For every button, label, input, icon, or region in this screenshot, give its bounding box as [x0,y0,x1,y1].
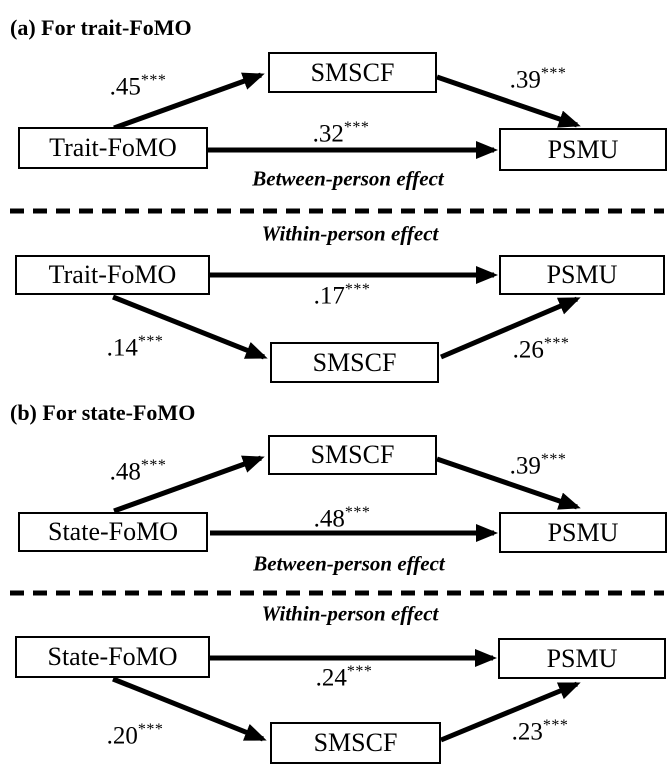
coef-stars: *** [140,457,167,475]
a-between-outcome-box: PSMU [499,128,667,171]
b-between-outcome-box: PSMU [499,512,667,553]
a-within-mediator-box: SMSCF [270,342,439,383]
coef-value: .39 [509,66,541,94]
coef-value: .24 [315,664,347,692]
coef-stars: *** [540,451,567,469]
a-between-arrow-predictor-to-mediator [113,72,265,131]
a-within-arrow-mediator-to-outcome [440,296,581,360]
a-within-outcome-box: PSMU [499,255,665,295]
b-between-arrow-predictor-to-mediator [113,455,265,514]
a-between-arrow-mediator-to-outcome [436,74,581,128]
b-within-arrow-mediator-to-outcome [440,681,581,743]
a-between-mediator-box: SMSCF [268,52,437,93]
a-within-predictor-box: Trait-FoMO [15,255,210,295]
b-between-mediator-box: SMSCF [268,435,437,475]
b-within-predictor-box: State-FoMO [15,636,210,678]
a-within-coef-predictor-to-mediator: .14*** [106,333,164,362]
b-between-arrow-mediator-to-outcome [436,456,581,510]
a-within-effect-label: Within-person effect [261,221,439,246]
a-between-predictor-box: Trait-FoMO [18,127,208,169]
coef-value: .45 [109,73,141,101]
coef-stars: *** [543,335,570,353]
panel-b-title: (b) For state-FoMO [10,400,196,425]
b-between-coef-predictor-to-outcome: .48*** [313,504,371,533]
coef-stars: *** [344,504,371,522]
coef-stars: *** [540,65,567,83]
coef-value: .48 [109,458,141,486]
coef-value: .14 [106,334,138,362]
coef-value: .39 [509,452,541,480]
b-within-arrow-predictor-to-mediator [112,676,267,742]
coef-value: .48 [313,505,345,533]
panel-a-title: (a) For trait-FoMO [10,15,192,40]
b-within-mediator-box: SMSCF [270,722,441,764]
a-within-coef-predictor-to-outcome: .17*** [313,281,371,310]
a-within-arrow-predictor-to-mediator [112,294,268,360]
coef-stars: *** [137,333,164,351]
coef-stars: *** [542,717,569,735]
coef-stars: *** [343,119,370,137]
b-between-coef-mediator-to-outcome: .39*** [509,451,567,480]
b-within-coef-predictor-to-outcome: .24*** [315,663,373,692]
b-between-effect-label: Between-person effect [253,551,445,576]
b-within-outcome-box: PSMU [498,638,666,679]
coef-value: .26 [512,336,544,364]
b-between-coef-predictor-to-mediator: .48*** [109,457,167,486]
coef-stars: *** [344,281,371,299]
b-within-coef-mediator-to-outcome: .23*** [511,717,569,746]
b-between-predictor-box: State-FoMO [18,512,208,552]
coef-stars: *** [137,721,164,739]
a-within-coef-mediator-to-outcome: .26*** [512,335,570,364]
coef-value: .32 [312,120,344,148]
b-within-coef-predictor-to-mediator: .20*** [106,721,164,750]
a-between-coef-mediator-to-outcome: .39*** [509,65,567,94]
coef-stars: *** [346,663,373,681]
a-between-coef-predictor-to-outcome: .32*** [312,119,370,148]
a-between-coef-predictor-to-mediator: .45*** [109,72,167,101]
coef-value: .17 [313,282,345,310]
coef-value: .23 [511,718,543,746]
a-between-effect-label: Between-person effect [252,166,444,191]
coef-value: .20 [106,722,138,750]
coef-stars: *** [140,72,167,90]
b-within-effect-label: Within-person effect [261,601,439,626]
